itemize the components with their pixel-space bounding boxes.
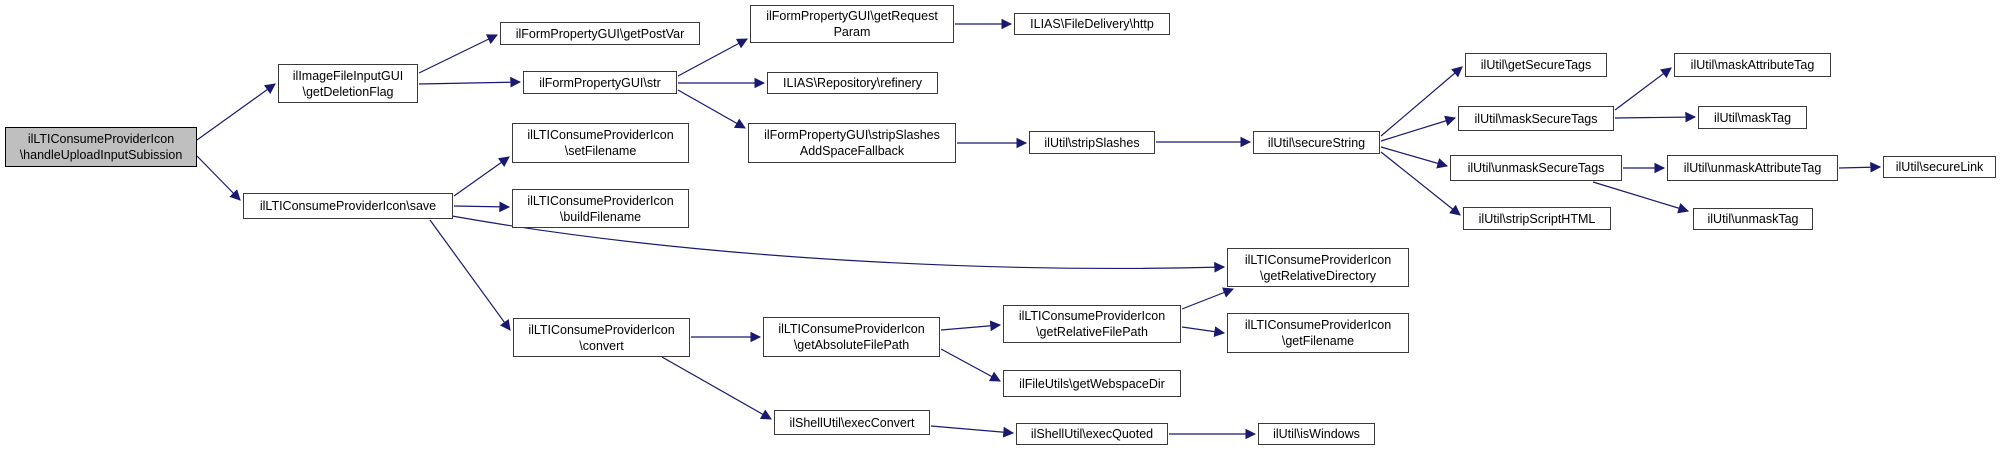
node-label: ilUtil\unmaskTag <box>1707 212 1799 226</box>
node-getSecureTags[interactable]: ilUtil\getSecureTags <box>1465 53 1607 77</box>
node-label: ilFormPropertyGUI\stripSlashes <box>764 128 940 142</box>
edge-secureString-to-stripScriptHTML <box>1380 151 1461 216</box>
node-label: ilLTIConsumeProviderIcon <box>1018 309 1166 323</box>
node-maskSecureTags[interactable]: ilUtil\maskSecureTags <box>1458 106 1614 131</box>
node-label: ilFileUtils\getWebspaceDir <box>1019 376 1165 391</box>
node-getAbsoluteFilePath[interactable]: ilLTIConsumeProviderIcon \getAbsoluteFile… <box>763 317 940 357</box>
node-stripSlashes[interactable]: ilUtil\stripSlashes <box>1029 131 1155 154</box>
edge-save-to-setFilename <box>453 156 510 197</box>
edge-unmaskSecureTags-to-unmaskTag <box>1592 181 1690 214</box>
node-http[interactable]: ILIAS\FileDelivery\http <box>1014 13 1170 35</box>
node-label: \getRelativeFilePath <box>1036 325 1148 339</box>
node-getPostVar[interactable]: ilFormPropertyGUI\getPostVar <box>500 22 700 45</box>
node-buildFilename[interactable]: ilLTIConsumeProviderIcon\buildFilename <box>512 189 689 228</box>
node-label: ILIAS\Repository\refinery <box>783 76 922 90</box>
edge-save-to-convert <box>429 219 511 331</box>
node-unmaskAttributeTag[interactable]: ilUtil\unmaskAttributeTag <box>1667 155 1838 181</box>
node-label: \getFilename <box>1281 334 1355 348</box>
node-label: ilLTIConsumeProviderIcon <box>778 322 925 336</box>
node-label: ilLTIConsumeProviderIcon <box>527 128 674 142</box>
edge-root-to-getDeletionFlag <box>196 83 276 141</box>
node-label: ilUtil\getSecureTags <box>1480 58 1592 72</box>
edges-group <box>196 18 1882 440</box>
node-root: ilLTIConsumeProviderIcon \handleUploadInp… <box>5 127 197 167</box>
edge-getDeletionFlag-to-getPostVar <box>418 34 498 74</box>
node-isWindows[interactable]: ilUtil\isWindows <box>1258 423 1375 445</box>
edge-root-to-save <box>196 155 241 201</box>
node-getRelativeDirectory[interactable]: ilLTIConsumeProviderIcon\getRelativeDire… <box>1227 248 1409 287</box>
node-label: ilShellUtil\execConvert <box>789 415 915 430</box>
edge-maskSecureTags-to-maskTag <box>1614 111 1697 123</box>
node-label: ilUtil\secureLink <box>1895 160 1984 174</box>
node-secureLink[interactable]: ilUtil\secureLink <box>1883 156 1996 178</box>
node-convert[interactable]: ilLTIConsumeProviderIcon\convert <box>513 318 690 357</box>
node-label: \handleUploadInputSubission <box>19 148 183 162</box>
node-label: ilLTIConsumeProviderIcon <box>527 193 674 208</box>
edge-getAbsoluteFilePath-to-getRelativeFilePath <box>940 320 1002 332</box>
edge-save-to-getRelativeDirectory <box>451 215 1226 273</box>
edge-save-to-buildFilename <box>453 201 511 213</box>
node-label: ilUtil\maskSecureTags <box>1474 111 1598 126</box>
node-label: ILIAS\FileDelivery\http <box>1030 17 1154 31</box>
node-label: \getAbsoluteFilePath <box>793 338 910 352</box>
node-label: ilLTIConsumeProviderIcon <box>528 322 675 337</box>
node-label: ilLTIConsumeProviderIcon <box>27 132 175 146</box>
edge-getRelativeFilePath-to-getRelativeDirectory <box>1181 287 1235 310</box>
node-maskAttributeTag[interactable]: ilUtil\maskAttributeTag <box>1674 53 1831 77</box>
node-label: \getRelativeDirectory <box>1259 268 1376 283</box>
node-label: Param <box>833 25 871 39</box>
node-getDeletionFlag[interactable]: ilImageFileInputGUI\getDeletionFlag <box>278 64 418 103</box>
node-label: ilFormPropertyGUI\getRequest <box>766 9 938 23</box>
edge-maskSecureTags-to-maskAttributeTag <box>1614 67 1672 111</box>
node-label: ilUtil\maskTag <box>1713 110 1792 125</box>
node-label: AddSpaceFallback <box>799 144 905 158</box>
node-label: ilFormPropertyGUI\str <box>539 75 661 90</box>
node-stripScriptHTML[interactable]: ilUtil\stripScriptHTML <box>1463 207 1611 230</box>
edge-execConvert-to-execQuoted <box>930 425 1015 438</box>
node-label: \getDeletionFlag <box>302 84 394 99</box>
node-label: ilUtil\stripScriptHTML <box>1478 211 1596 226</box>
node-label: ilUtil\maskAttributeTag <box>1690 58 1815 72</box>
node-label: \setFilename <box>564 144 637 158</box>
edge-str-to-getRequestParam <box>677 38 748 77</box>
node-label: ilUtil\stripSlashes <box>1044 135 1140 150</box>
node-getRelativeFilePath[interactable]: ilLTIConsumeProviderIcon \getRelativeFile… <box>1003 305 1181 343</box>
edge-secureString-to-getSecureTags <box>1380 66 1463 137</box>
edge-getRelativeFilePath-to-getFilename <box>1181 326 1226 337</box>
node-label: ilShellUtil\execQuoted <box>1030 427 1154 441</box>
node-label: ilImageFileInputGUI <box>292 68 404 83</box>
node-getFilename[interactable]: ilLTIConsumeProviderIcon \getFilename <box>1227 313 1409 353</box>
edge-unmaskAttributeTag-to-secureLink <box>1838 161 1882 173</box>
node-execConvert[interactable]: ilShellUtil\execConvert <box>774 410 930 435</box>
node-label: \convert <box>579 338 624 353</box>
edge-secureString-to-maskSecureTags <box>1380 115 1457 142</box>
node-refinery[interactable]: ILIAS\Repository\refinery <box>767 72 938 94</box>
node-maskTag[interactable]: ilUtil\maskTag <box>1698 106 1807 129</box>
node-label: ilLTIConsumeProviderIcon <box>1244 252 1392 267</box>
node-label: ilUtil\isWindows <box>1273 427 1360 441</box>
node-save[interactable]: ilLTIConsumeProviderIcon\save <box>243 193 453 219</box>
node-label: ilUtil\secureString <box>1267 135 1366 150</box>
node-unmaskTag[interactable]: ilUtil\unmaskTag <box>1693 208 1813 230</box>
edge-secureString-to-unmaskSecureTags <box>1380 146 1449 169</box>
node-unmaskSecureTags[interactable]: ilUtil\unmaskSecureTags <box>1450 155 1622 181</box>
edge-getAbsoluteFilePath-to-getWebspaceDir <box>940 348 1001 382</box>
node-label: ilLTIConsumeProviderIcon <box>1244 318 1392 332</box>
node-getWebspaceDir[interactable]: ilFileUtils\getWebspaceDir <box>1003 370 1181 397</box>
edge-getDeletionFlag-to-str <box>418 76 522 88</box>
node-label: ilFormPropertyGUI\getPostVar <box>515 26 685 41</box>
node-label: ilUtil\unmaskAttributeTag <box>1683 161 1822 175</box>
edge-convert-to-execConvert <box>661 356 772 420</box>
node-label: ilUtil\unmaskSecureTags <box>1467 161 1605 175</box>
node-secureString[interactable]: ilUtil\secureString <box>1253 131 1380 154</box>
node-setFilename[interactable]: ilLTIConsumeProviderIcon \setFilename <box>512 123 689 163</box>
edge-str-to-stripSlashesASF <box>677 89 746 129</box>
node-label: \buildFilename <box>559 209 642 224</box>
node-execQuoted[interactable]: ilShellUtil\execQuoted <box>1016 423 1168 445</box>
node-label: ilLTIConsumeProviderIcon\save <box>259 199 437 213</box>
node-str[interactable]: ilFormPropertyGUI\str <box>523 71 677 94</box>
